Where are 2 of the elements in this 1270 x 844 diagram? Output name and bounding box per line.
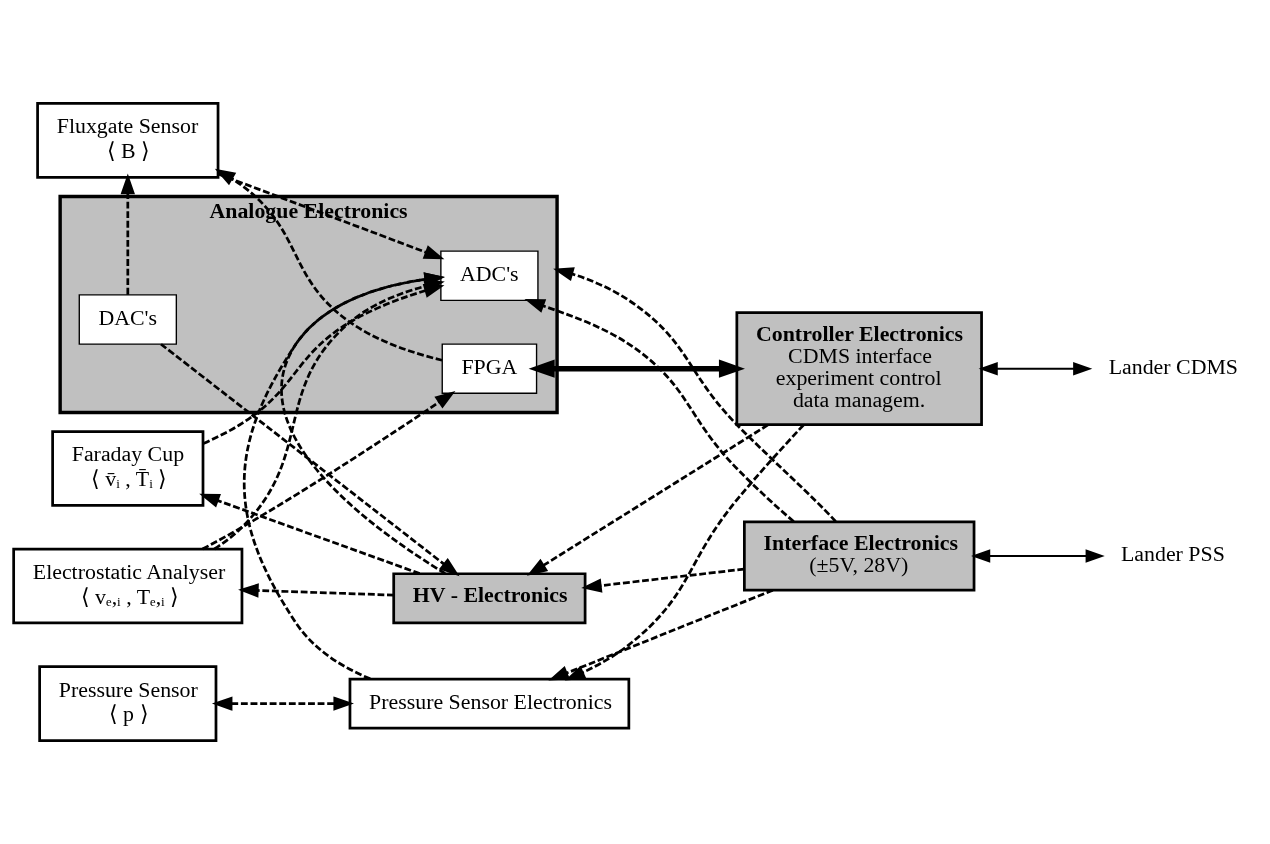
node-text: Lander CDMS — [1108, 354, 1239, 379]
node-text: Lander PSS — [1121, 542, 1225, 567]
